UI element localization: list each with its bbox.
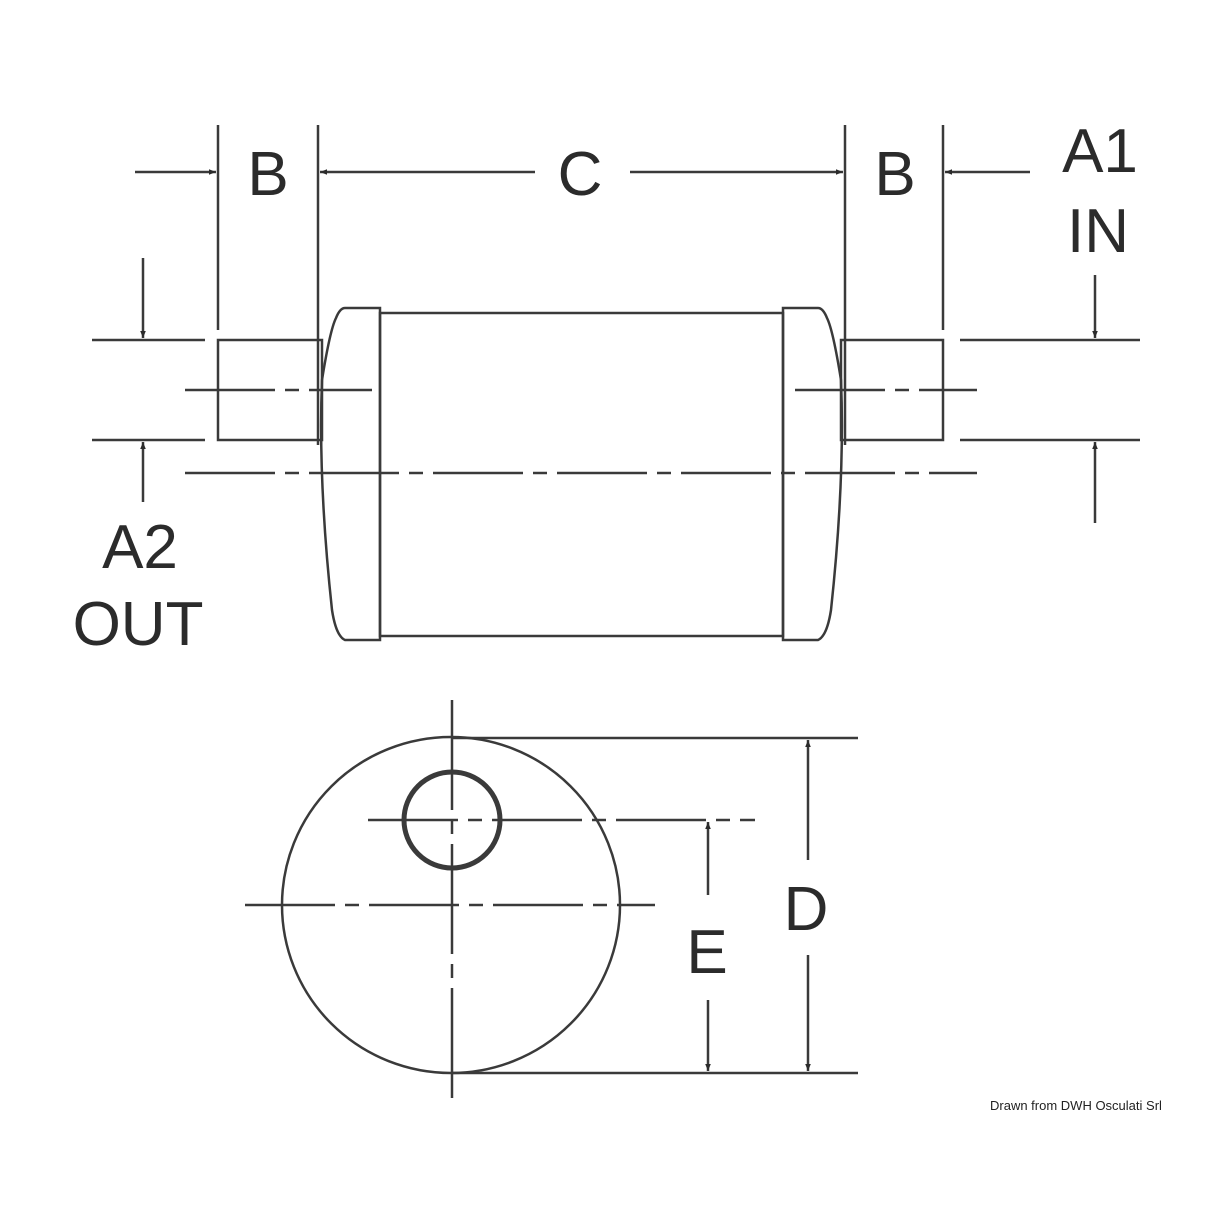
label-out: OUT	[73, 590, 204, 659]
credit-text: Drawn from DWH Osculati Srl	[990, 1098, 1162, 1113]
label-in: IN	[1067, 197, 1129, 266]
label-a1: A1	[1062, 117, 1138, 186]
label-b-right: B	[874, 140, 915, 209]
label-a2: A2	[102, 513, 178, 582]
label-e: E	[686, 918, 727, 987]
extension-lines	[216, 125, 945, 445]
centerlines-side	[185, 388, 977, 475]
label-b-left: B	[247, 140, 288, 209]
label-c: C	[558, 140, 603, 209]
dimension-b-c-b: B C B A1 IN	[135, 117, 1138, 266]
dimension-a1-a2: A2 OUT	[73, 258, 1140, 659]
dimension-d-e: D E	[686, 740, 828, 1071]
label-d: D	[784, 875, 829, 944]
muffler-end-view	[245, 700, 858, 1108]
